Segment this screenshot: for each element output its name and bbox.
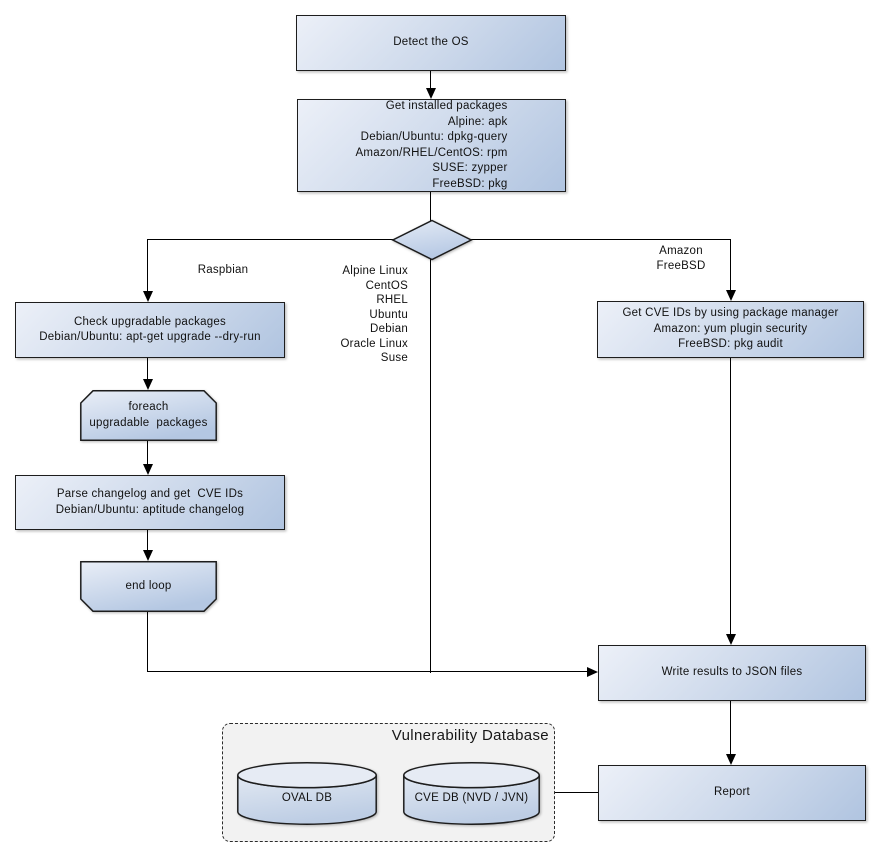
node-end-loop-label: end loop	[125, 579, 172, 592]
connector-check-to-foreach	[147, 358, 149, 380]
node-detect-os: Detect the OS	[296, 15, 566, 71]
connector-diamond-left	[148, 239, 393, 241]
arrowhead-into-endloop	[143, 550, 153, 561]
arrowhead-into-packages	[426, 88, 436, 99]
edge-label-os-list: Alpine Linux CentOS RHEL Ubuntu Debian O…	[340, 265, 408, 364]
node-parse-changelog-label: Parse changelog and get CVE IDs Debian/U…	[55, 488, 245, 516]
edge-label-amazon-freebsd: Amazon FreeBSD	[656, 245, 706, 272]
connector-detect-to-packages	[430, 71, 432, 90]
node-report: Report	[598, 765, 866, 821]
connector-diamond-right	[470, 239, 731, 241]
node-report-label: Report	[713, 786, 751, 799]
node-get-cve-by-pkg-manager-label: Get CVE IDs by using package manager Ama…	[622, 307, 839, 351]
database-cylinder-icon	[237, 762, 377, 825]
connector-getcve-to-write	[730, 358, 732, 635]
connector-packages-to-diamond	[430, 192, 432, 221]
arrowhead-into-get-cve	[726, 290, 736, 301]
arrowhead-into-write-top	[726, 634, 736, 645]
node-oval-db: OVAL DB	[237, 762, 377, 825]
node-cve-db: CVE DB (NVD / JVN)	[403, 762, 540, 825]
arrowhead-into-check-upgradable	[143, 291, 153, 302]
connector-cvedb-to-report	[540, 792, 598, 794]
node-detect-os-label: Detect the OS	[393, 36, 469, 49]
node-write-json: Write results to JSON files	[598, 645, 866, 701]
connector-foreach-to-parse	[147, 441, 149, 465]
node-os-decision-diamond	[391, 219, 473, 261]
connector-endloop-down	[147, 612, 149, 672]
node-write-json-label: Write results to JSON files	[661, 666, 803, 679]
connector-diamond-bottom	[430, 259, 432, 673]
connector-write-to-report	[730, 701, 732, 755]
connector-left-down	[147, 239, 149, 292]
arrowhead-into-report	[726, 754, 736, 765]
node-foreach-loop-start: foreach upgradable packages	[80, 390, 217, 441]
node-get-cve-by-pkg-manager: Get CVE IDs by using package manager Ama…	[597, 301, 864, 358]
vulnerability-database-title: Vulnerability Database	[391, 727, 549, 744]
arrowhead-into-write-left	[587, 667, 598, 677]
node-get-installed-packages-label: Get installed packages Alpine: apk Debia…	[355, 100, 508, 190]
node-check-upgradable: Check upgradable packages Debian/Ubuntu:…	[15, 302, 285, 358]
node-get-installed-packages: Get installed packages Alpine: apk Debia…	[297, 99, 566, 192]
node-check-upgradable-label: Check upgradable packages Debian/Ubuntu:…	[39, 315, 261, 344]
loop-end-shape-icon	[80, 561, 217, 612]
loop-start-shape-icon	[80, 390, 217, 441]
diamond-shape-icon	[391, 219, 473, 261]
database-cylinder-icon	[403, 762, 540, 825]
edge-label-raspbian: Raspbian	[197, 264, 249, 276]
node-parse-changelog: Parse changelog and get CVE IDs Debian/U…	[15, 475, 285, 530]
arrowhead-into-parse	[143, 464, 153, 475]
node-end-loop: end loop	[80, 561, 217, 612]
node-foreach-label: foreach upgradable packages	[89, 401, 208, 429]
node-oval-db-label: OVAL DB	[281, 792, 333, 805]
arrowhead-into-foreach	[143, 379, 153, 390]
node-cve-db-label: CVE DB (NVD / JVN)	[414, 792, 529, 805]
connector-merge-to-write	[147, 671, 587, 673]
connector-right-down	[730, 239, 732, 291]
connector-parse-to-endloop	[147, 530, 149, 551]
